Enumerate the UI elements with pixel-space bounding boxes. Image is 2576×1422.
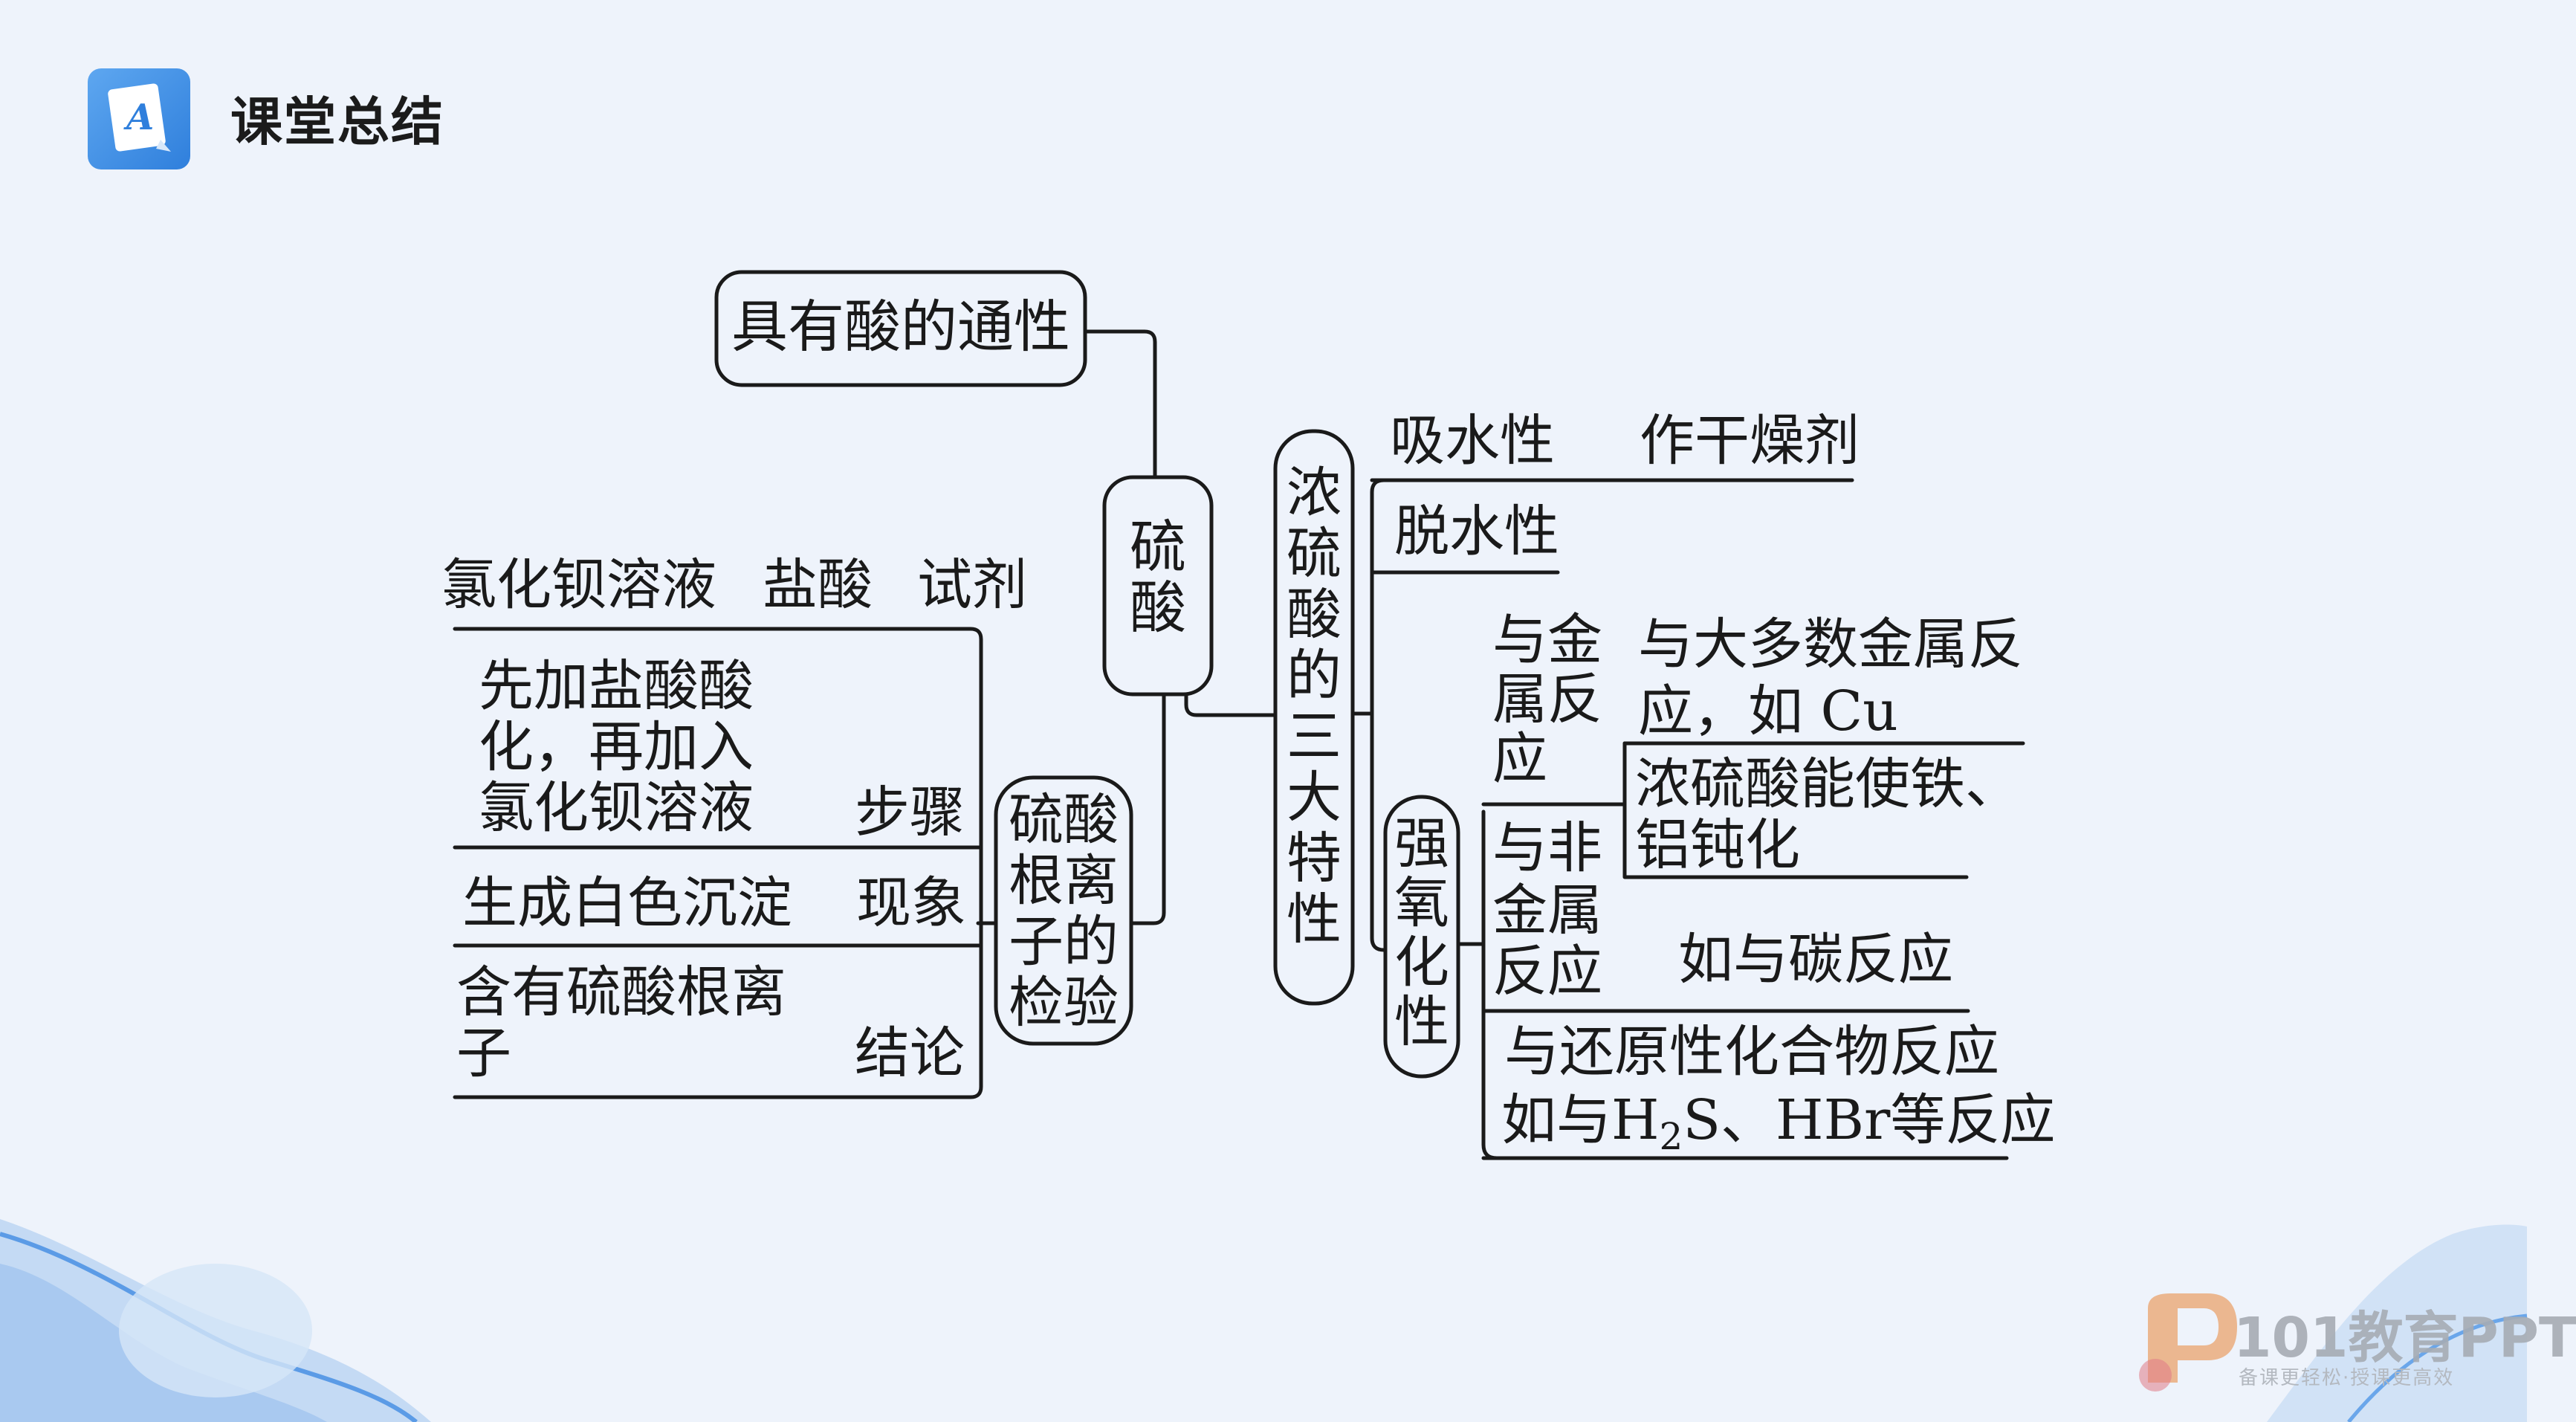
oxidizing-label: 强 氧 化 性 bbox=[1394, 812, 1449, 1054]
metal-reaction-detail: 与大多数金属反 应，如 Cu bbox=[1638, 613, 2023, 743]
oxidizing-box bbox=[1383, 795, 1460, 1079]
steps-text: 先加盐酸酸 化，再加入 氯化钡溶液 bbox=[479, 654, 754, 840]
reducing-reaction-line1: 与还原性化合物反应 bbox=[1504, 1020, 1999, 1084]
conc-char: 三 bbox=[1287, 705, 1342, 769]
water-absorb-use: 作干燥剂 bbox=[1640, 409, 1860, 473]
watermark-brand: 101教育PPT bbox=[2233, 1306, 2576, 1370]
conc-char: 浓 bbox=[1287, 461, 1342, 525]
water-absorb-label: 吸水性 bbox=[1390, 409, 1555, 473]
svg-text:先加盐酸酸: 先加盐酸酸 bbox=[479, 654, 754, 718]
svg-text:与非: 与非 bbox=[1492, 816, 1602, 880]
document-a-icon: A bbox=[88, 68, 190, 169]
svg-text:铝钝化: 铝钝化 bbox=[1635, 813, 1800, 877]
svg-text:化，再加入: 化，再加入 bbox=[479, 715, 754, 779]
oxidizing-char: 氧 bbox=[1394, 871, 1449, 935]
phenomenon-tag: 现象 bbox=[856, 871, 966, 935]
sulfate-test-box bbox=[994, 775, 1133, 1046]
svg-text:浓硫酸能使铁、: 浓硫酸能使铁、 bbox=[1635, 752, 2020, 816]
svg-text:含有硫酸根离: 含有硫酸根离 bbox=[456, 960, 786, 1024]
conc-char: 酸 bbox=[1287, 583, 1342, 647]
root-label-2: 酸 bbox=[1130, 575, 1186, 641]
conc-char: 大 bbox=[1287, 766, 1342, 830]
phenomenon-text: 生成白色沉淀 bbox=[462, 871, 792, 935]
reagent-2: 盐酸 bbox=[763, 553, 873, 617]
general-property-box bbox=[714, 270, 1087, 387]
reagent-tag: 试剂 bbox=[917, 553, 1027, 617]
sulfate-test-label: 硫酸 根离 子的 检验 bbox=[1009, 788, 1119, 1035]
svg-text:应: 应 bbox=[1492, 727, 1547, 791]
oxidizing-char: 化 bbox=[1394, 931, 1449, 995]
svg-text:金属: 金属 bbox=[1492, 879, 1602, 943]
svg-text:硫酸: 硫酸 bbox=[1009, 788, 1119, 852]
conc-char: 性 bbox=[1287, 888, 1342, 951]
page-title: 课堂总结 bbox=[230, 91, 444, 152]
conc-char: 的 bbox=[1287, 644, 1342, 708]
conc-property-box bbox=[1273, 429, 1355, 1006]
nonmetal-reaction-label: 与非 金属 反应 bbox=[1492, 816, 1602, 1004]
svg-text:与大多数金属反: 与大多数金属反 bbox=[1638, 613, 2023, 676]
svg-text:氯化钡溶液: 氯化钡溶液 bbox=[479, 776, 754, 840]
conc-property-label: 浓 硫 酸 的 三 大 特 性 bbox=[1287, 461, 1342, 951]
reagent-1: 氯化钡溶液 bbox=[441, 553, 716, 617]
conclusion-tag: 结论 bbox=[855, 1021, 965, 1085]
svg-text:与金: 与金 bbox=[1492, 608, 1602, 672]
watermark-slogan: 备课更轻松·授课更高效 bbox=[2239, 1367, 2455, 1389]
oxidizing-char: 强 bbox=[1394, 812, 1449, 876]
oxidizing-char: 性 bbox=[1394, 990, 1449, 1054]
svg-text:子: 子 bbox=[456, 1021, 511, 1085]
svg-text:属反: 属反 bbox=[1492, 668, 1602, 731]
brand-logo-icon bbox=[2139, 1293, 2237, 1392]
svg-text:根离: 根离 bbox=[1009, 849, 1119, 913]
root-label-1: 硫 bbox=[1130, 514, 1186, 580]
conc-char: 特 bbox=[1287, 827, 1342, 891]
svg-text:A: A bbox=[123, 97, 154, 138]
conclusion-text: 含有硫酸根离 子 bbox=[456, 960, 786, 1085]
svg-text:子的: 子的 bbox=[1009, 910, 1119, 974]
nonmetal-example: 如与碳反应 bbox=[1678, 928, 1953, 992]
conc-char: 硫 bbox=[1287, 522, 1342, 586]
passivation-note: 浓硫酸能使铁、 铝钝化 bbox=[1635, 752, 2020, 877]
root-node-box bbox=[1102, 475, 1214, 697]
general-property-label: 具有酸的通性 bbox=[731, 294, 1070, 360]
steps-tag: 步骤 bbox=[855, 781, 965, 844]
dehydration-label: 脱水性 bbox=[1394, 500, 1559, 563]
svg-text:检验: 检验 bbox=[1009, 971, 1119, 1035]
reducing-reaction-line2: 如与H2S、HBr等反应 bbox=[1501, 1088, 2055, 1158]
svg-text:反应: 反应 bbox=[1492, 940, 1602, 1004]
metal-reaction-label: 与金 属反 应 bbox=[1492, 608, 1602, 791]
svg-text:应，如 Cu: 应，如 Cu bbox=[1638, 679, 1898, 743]
